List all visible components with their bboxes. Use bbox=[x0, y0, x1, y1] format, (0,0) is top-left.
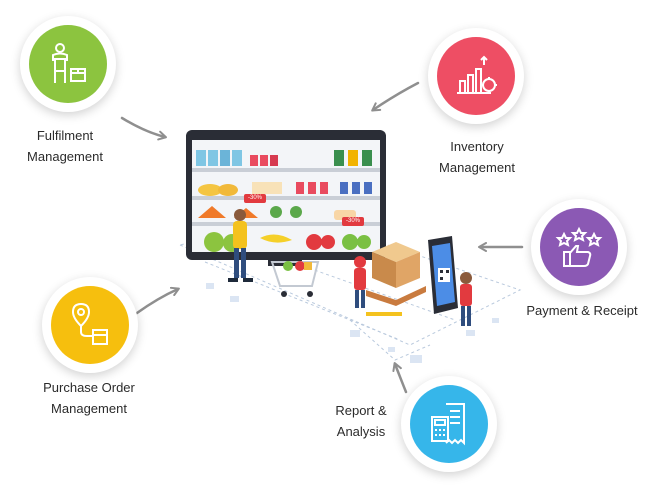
discount-tag-text: -30% bbox=[247, 195, 262, 201]
worker-box-icon bbox=[52, 43, 86, 83]
report-label-line1: Report & bbox=[335, 403, 387, 418]
fulfilment-badge bbox=[20, 16, 116, 112]
discount-tag-text: -30% bbox=[345, 218, 360, 224]
floor-grid bbox=[178, 214, 522, 361]
fulfilment-disc bbox=[29, 25, 107, 103]
report-disc bbox=[410, 385, 488, 463]
shopper-figure bbox=[228, 209, 253, 282]
inventory-disc bbox=[437, 37, 515, 115]
payment-label: Payment & Receipt bbox=[518, 300, 646, 321]
purchase-disc bbox=[51, 286, 129, 364]
phone-qr bbox=[428, 236, 458, 314]
inventory-label-line1: Inventory bbox=[450, 139, 504, 154]
inventory-label: Inventory Management bbox=[422, 136, 532, 178]
location-box-icon bbox=[71, 302, 108, 345]
warehouse-worker bbox=[354, 256, 366, 308]
payment-label-line1: Payment & Receipt bbox=[526, 303, 638, 318]
calculator-receipt-icon bbox=[431, 403, 465, 446]
discount-tag bbox=[244, 194, 266, 203]
purchase-badge bbox=[42, 277, 138, 373]
arrow-fulfilment bbox=[120, 116, 167, 141]
fulfilment-label: Fulfilment Management bbox=[10, 125, 120, 167]
chart-gear-icon bbox=[457, 55, 497, 94]
inventory-label-line2: Management bbox=[439, 160, 515, 175]
report-label: Report & Analysis bbox=[316, 400, 406, 442]
fulfilment-label-line2: Management bbox=[27, 149, 103, 164]
shopping-cart bbox=[270, 261, 320, 297]
boxes-on-pallet bbox=[366, 242, 426, 316]
discount-tag bbox=[342, 217, 364, 226]
report-badge bbox=[401, 376, 497, 472]
thumbs-up-stars-icon bbox=[555, 226, 603, 267]
inventory-badge bbox=[428, 28, 524, 124]
report-label-line2: Analysis bbox=[336, 424, 386, 439]
purchase-label-line1: Purchase Order bbox=[43, 380, 135, 395]
payment-badge bbox=[531, 199, 627, 295]
purchase-label: Purchase Order Management bbox=[24, 377, 154, 419]
payment-disc bbox=[540, 208, 618, 286]
arrow-purchase bbox=[135, 286, 180, 315]
purchase-label-line2: Management bbox=[51, 401, 127, 416]
arrow-report bbox=[392, 362, 408, 394]
floor-tiles bbox=[206, 283, 499, 363]
payment-worker bbox=[460, 272, 472, 326]
arrow-inventory bbox=[371, 81, 420, 112]
fulfilment-label-line1: Fulfilment bbox=[36, 128, 94, 143]
